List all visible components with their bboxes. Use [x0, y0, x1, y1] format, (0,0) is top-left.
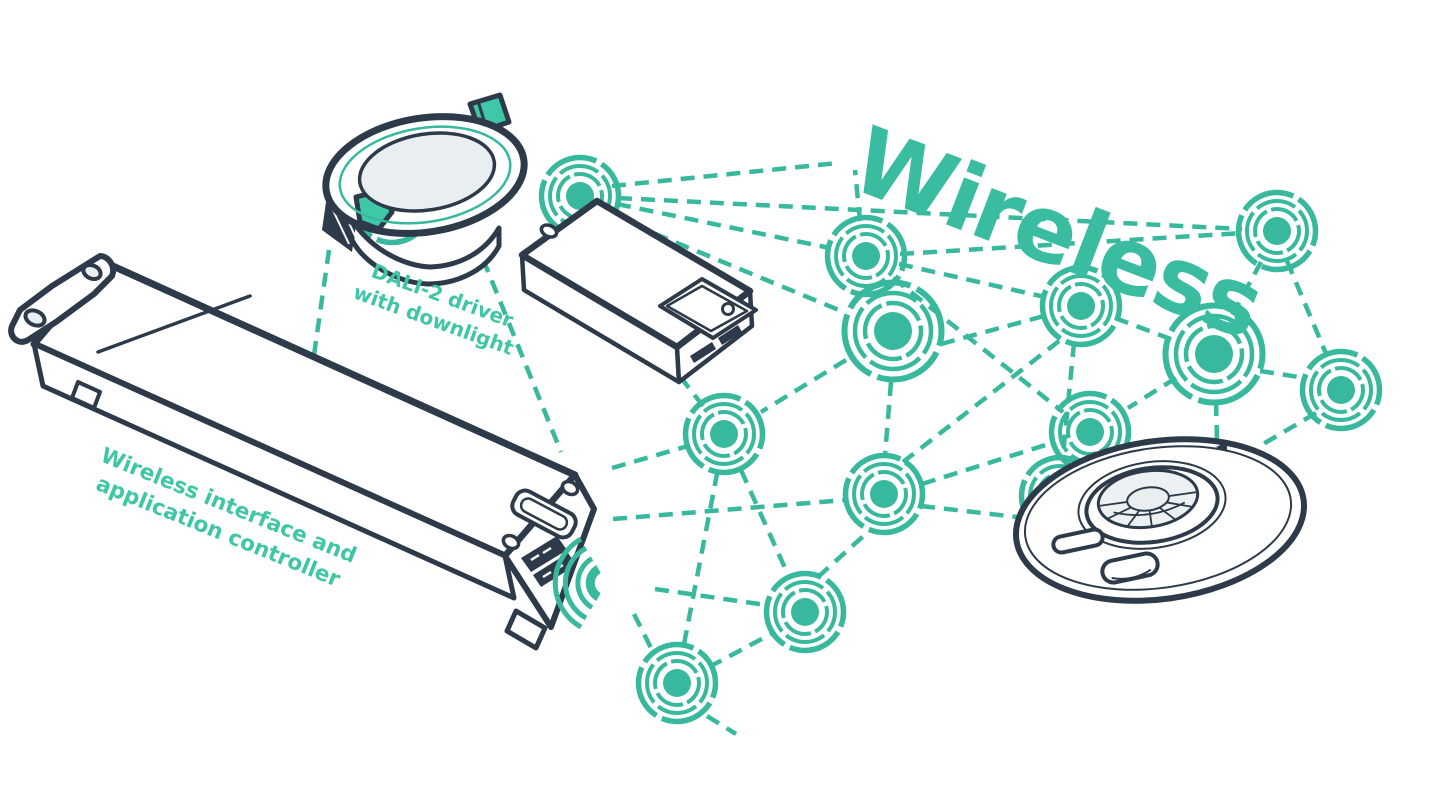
mesh-node-icon [845, 283, 942, 380]
connector-slot [718, 325, 742, 345]
mesh-node-icon [686, 396, 763, 473]
heatsink-fins [349, 217, 502, 287]
handle-recess [510, 488, 578, 540]
terminal-block [521, 536, 567, 572]
screw-icon [560, 479, 580, 497]
side-tab [70, 380, 102, 410]
sensor-button [1051, 527, 1105, 555]
screw-hole-icon [539, 223, 559, 239]
mesh-node-icon [1303, 352, 1380, 429]
pir-dome-lens [1096, 468, 1200, 530]
connector-slot [690, 342, 716, 363]
terminal-recess [658, 277, 758, 340]
ceiling-pir-sensor-icon [1012, 436, 1308, 604]
wireless-controller-driver-icon [8, 253, 602, 651]
screw-icon [501, 533, 521, 551]
sensor-button [1100, 551, 1160, 585]
signal-waves-icon [552, 536, 602, 630]
alignment-marker-icon [1216, 442, 1227, 452]
downlight-luminaire-icon [322, 92, 528, 287]
mesh-node-icon [767, 574, 844, 651]
mesh-node-icon [846, 456, 923, 533]
mesh-node-icon [639, 645, 716, 722]
screw-hole-icon [23, 308, 47, 328]
mesh-links [310, 160, 1330, 736]
bottom-tab [504, 608, 548, 651]
diffuser-face [357, 131, 497, 213]
screw-hole-icon [81, 262, 103, 282]
dali-driver-box-icon [518, 197, 758, 385]
screw-icon [721, 302, 735, 316]
